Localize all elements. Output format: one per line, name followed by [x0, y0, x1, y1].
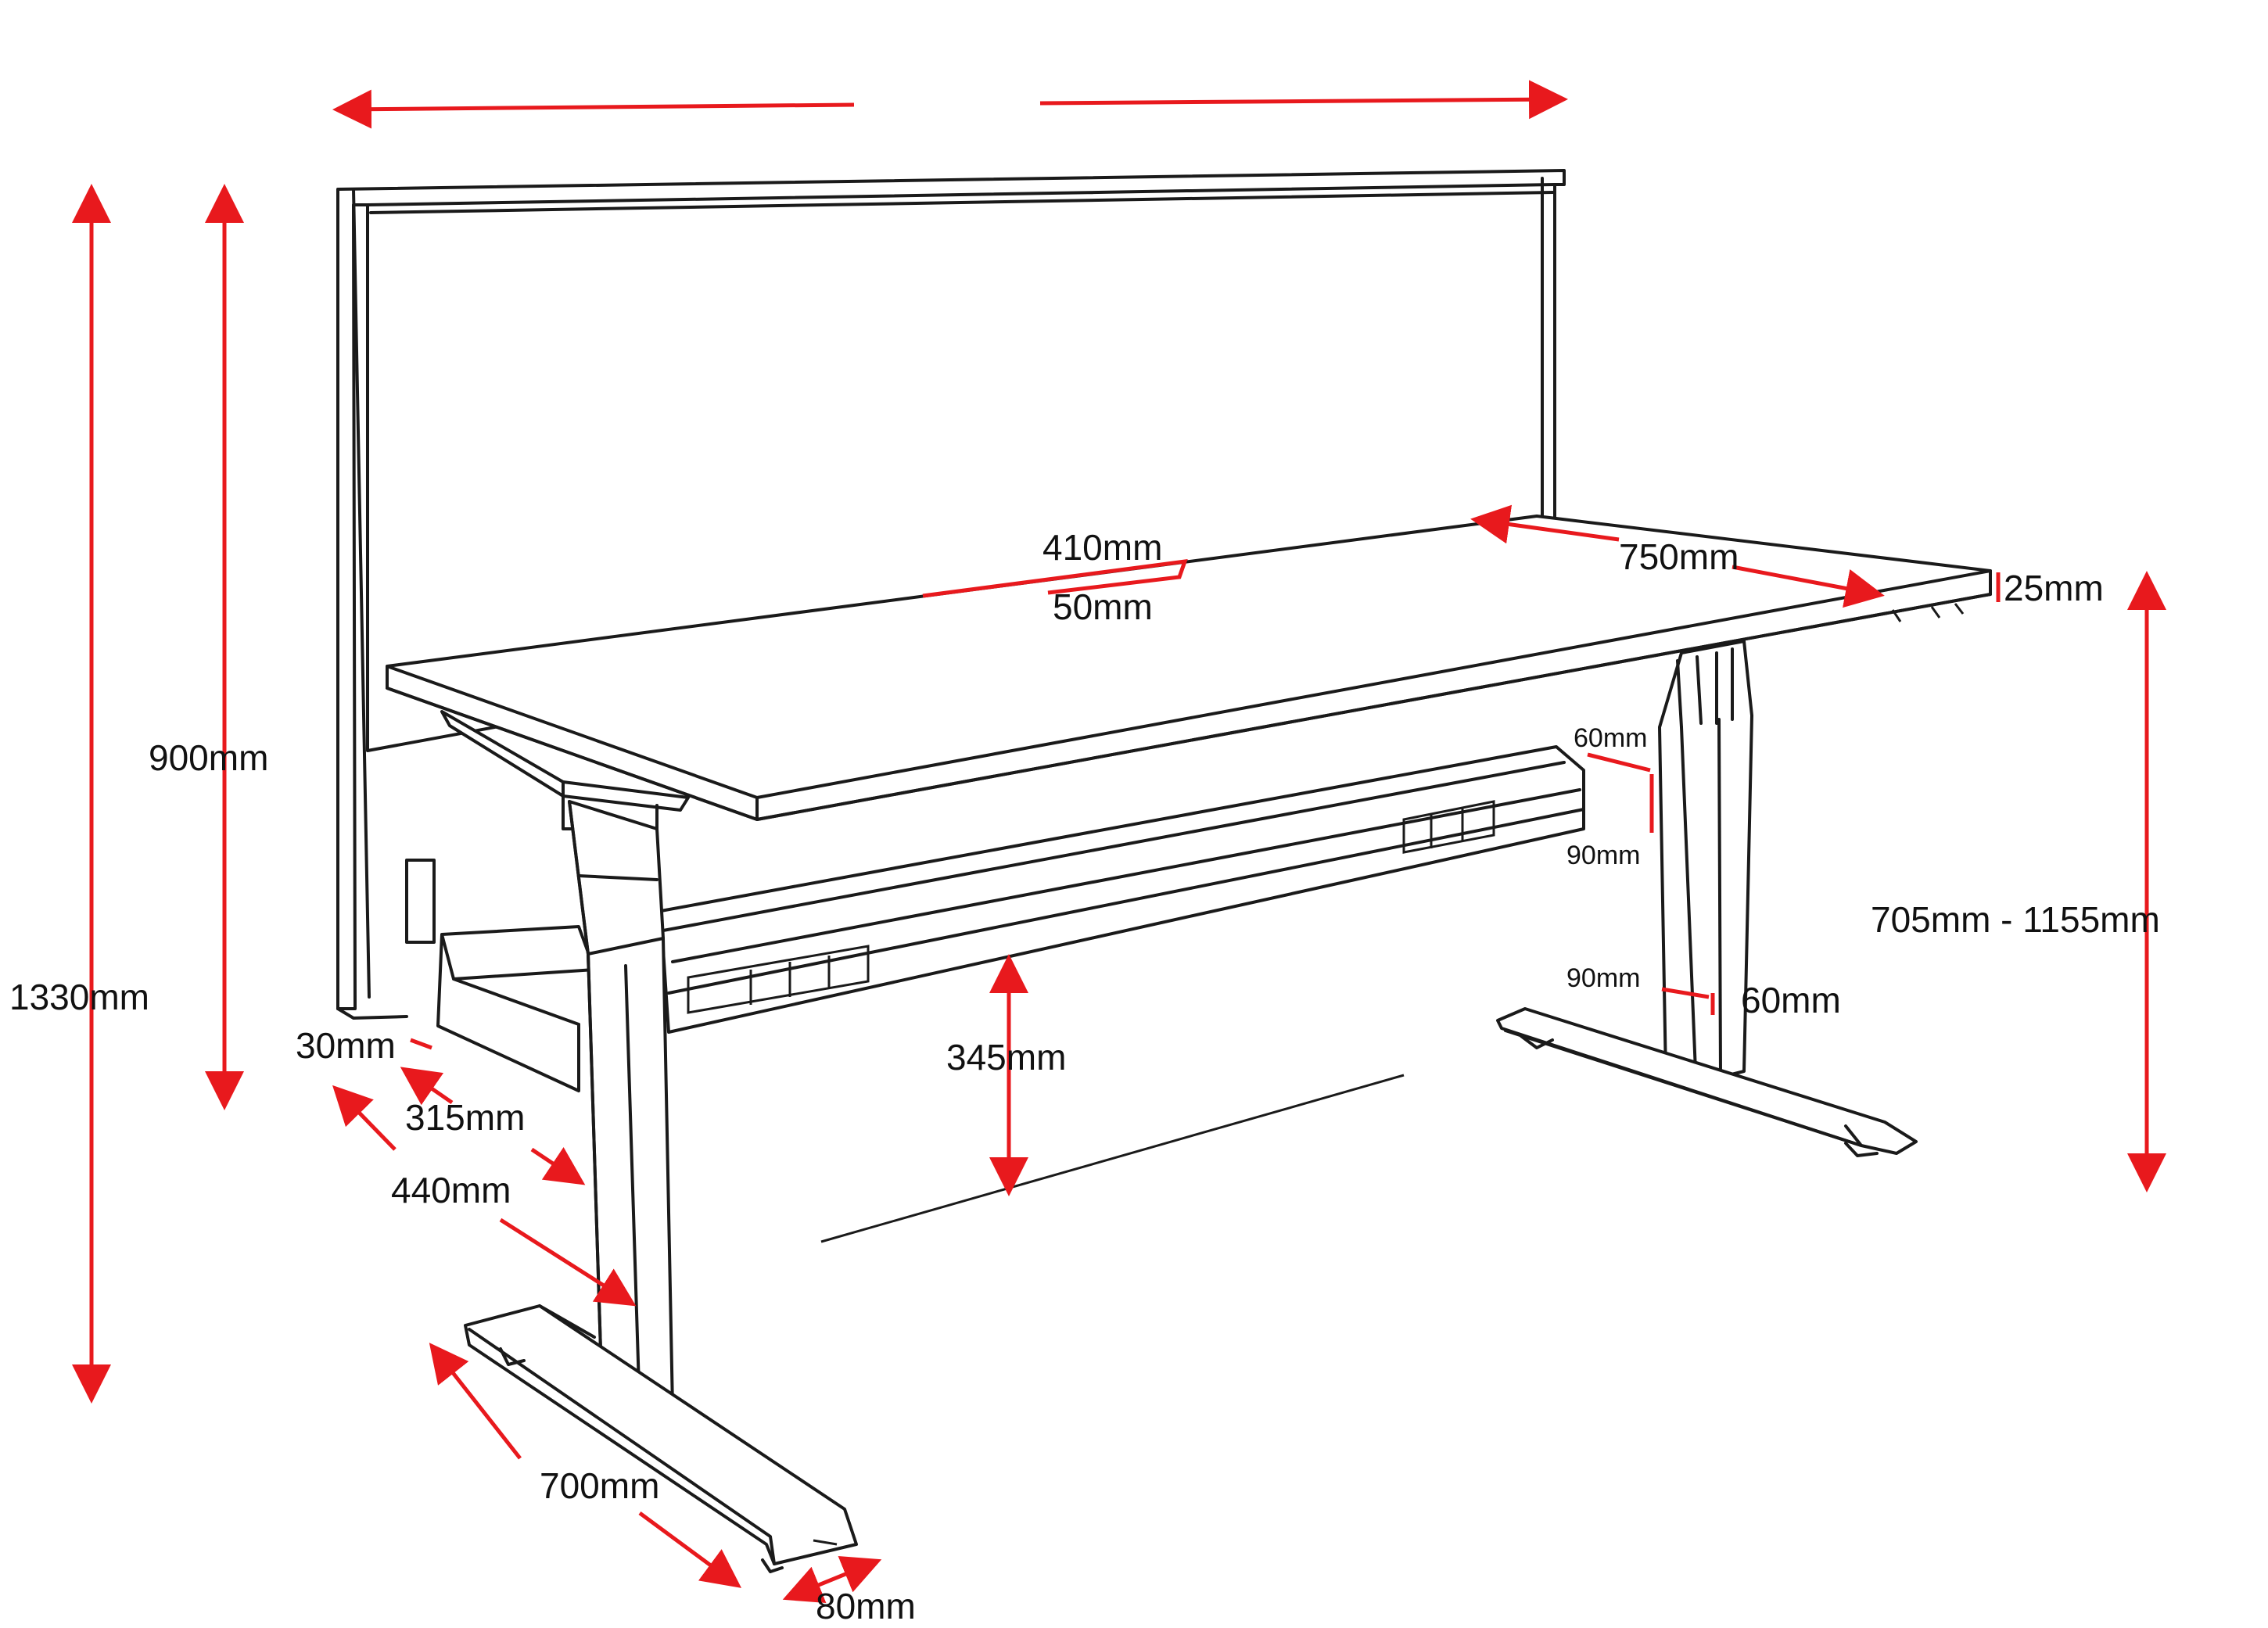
crossbar-width-arrow	[1587, 752, 1651, 773]
label-bracket-depth: 315mm	[405, 1097, 525, 1138]
label-screen-thickness: 30mm	[296, 1025, 396, 1066]
label-total-height: 1330mm	[9, 977, 149, 1017]
label-screen-gap: 50mm	[1053, 586, 1153, 627]
label-top-thickness: 25mm	[2004, 568, 2104, 608]
desk-depth-arrow-b	[1732, 565, 1885, 608]
dimension-lines	[72, 80, 2166, 1604]
left-foot	[464, 1304, 858, 1565]
floor-line	[820, 1074, 1405, 1243]
foot-width-arrow	[782, 1555, 882, 1604]
label-leg-width-b: 60mm	[1741, 980, 1841, 1020]
label-clearance: 345mm	[946, 1037, 1066, 1078]
privacy-screen	[336, 169, 1566, 1010]
screen-thickness-arrow	[410, 1038, 432, 1050]
bracket-depth-arrow-a	[400, 1067, 454, 1106]
screen-inset-arrow	[922, 558, 1188, 598]
right-leg	[1658, 640, 1753, 1081]
desk-drawing	[336, 169, 1992, 1573]
label-desk-depth: 750mm	[1619, 536, 1739, 577]
leg-offset-arrow-a	[332, 1085, 397, 1151]
top-width-arrow-right	[1039, 80, 1568, 120]
desk-depth-arrow-a	[1470, 504, 1620, 544]
top-width-arrow-left	[332, 89, 855, 129]
label-foot-width: 80mm	[816, 1586, 916, 1626]
label-leg-offset: 440mm	[391, 1170, 511, 1210]
leg-offset-arrow-b	[499, 1217, 637, 1307]
foot-length-arrow-b	[638, 1511, 742, 1588]
dimension-labels: 1330mm 900mm 410mm 50mm 750mm 25mm 705mm…	[9, 527, 2160, 1626]
label-foot-length: 700mm	[540, 1465, 659, 1506]
label-crossbar-depth-a: 90mm	[1566, 841, 1640, 870]
leg-depth-arrow	[1661, 987, 1710, 999]
label-crossbar-height-a: 60mm	[1574, 723, 1647, 753]
label-screen-inset: 410mm	[1042, 527, 1162, 568]
label-screen-height: 900mm	[149, 737, 268, 778]
label-height-range: 705mm - 1155mm	[1871, 899, 2160, 940]
foot-length-arrow-a	[429, 1343, 522, 1460]
label-leg-depth-b: 90mm	[1566, 963, 1640, 993]
bracket-depth-arrow-b	[530, 1147, 586, 1185]
